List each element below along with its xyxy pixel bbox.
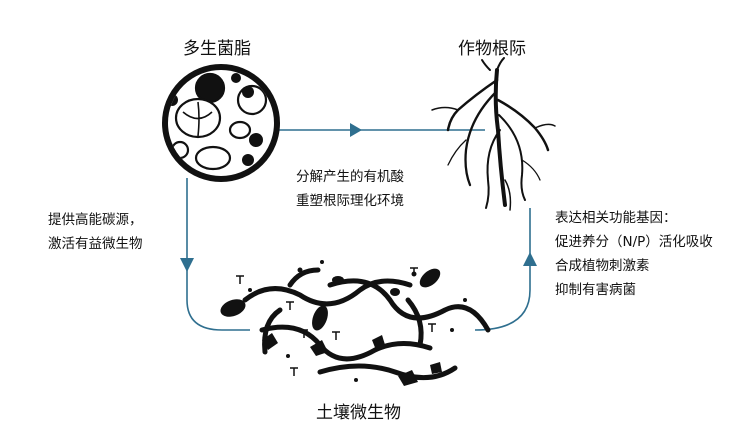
arrow-right-line [474, 208, 531, 331]
top-edge-note: 分解产生的有机酸 重塑根际理化环境 [296, 165, 404, 213]
right-edge-note: 表达相关功能基因： 促进养分（N/P）活化吸收 合成植物刺激素 抑制有害病菌 [555, 206, 713, 302]
right-edge-line-1: 表达相关功能基因： [555, 210, 677, 226]
arrow-left-head [180, 258, 194, 272]
top-edge-line-2: 重塑根际理化环境 [296, 193, 404, 209]
left-edge-line-2: 激活有益微生物 [48, 236, 143, 252]
microbe-illustration [220, 260, 491, 386]
arrow-top-head [350, 123, 362, 137]
arrow-left-line [186, 178, 250, 331]
polysaccharide-illustration [162, 64, 280, 182]
right-edge-line-2: 促进养分（N/P）活化吸收 [555, 234, 713, 250]
microbe-title: 土壤微生物 [316, 403, 401, 423]
root-illustration [431, 57, 556, 211]
right-edge-line-3: 合成植物刺激素 [555, 258, 650, 274]
arrow-right-head [523, 252, 537, 266]
right-edge-line-4: 抑制有害病菌 [555, 282, 636, 298]
left-edge-line-1: 提供高能碳源， [48, 212, 143, 228]
left-edge-note: 提供高能碳源， 激活有益微生物 [48, 208, 143, 256]
polysaccharide-title: 多生菌脂 [183, 39, 251, 59]
top-edge-line-1: 分解产生的有机酸 [296, 169, 404, 185]
root-title: 作物根际 [458, 39, 526, 59]
